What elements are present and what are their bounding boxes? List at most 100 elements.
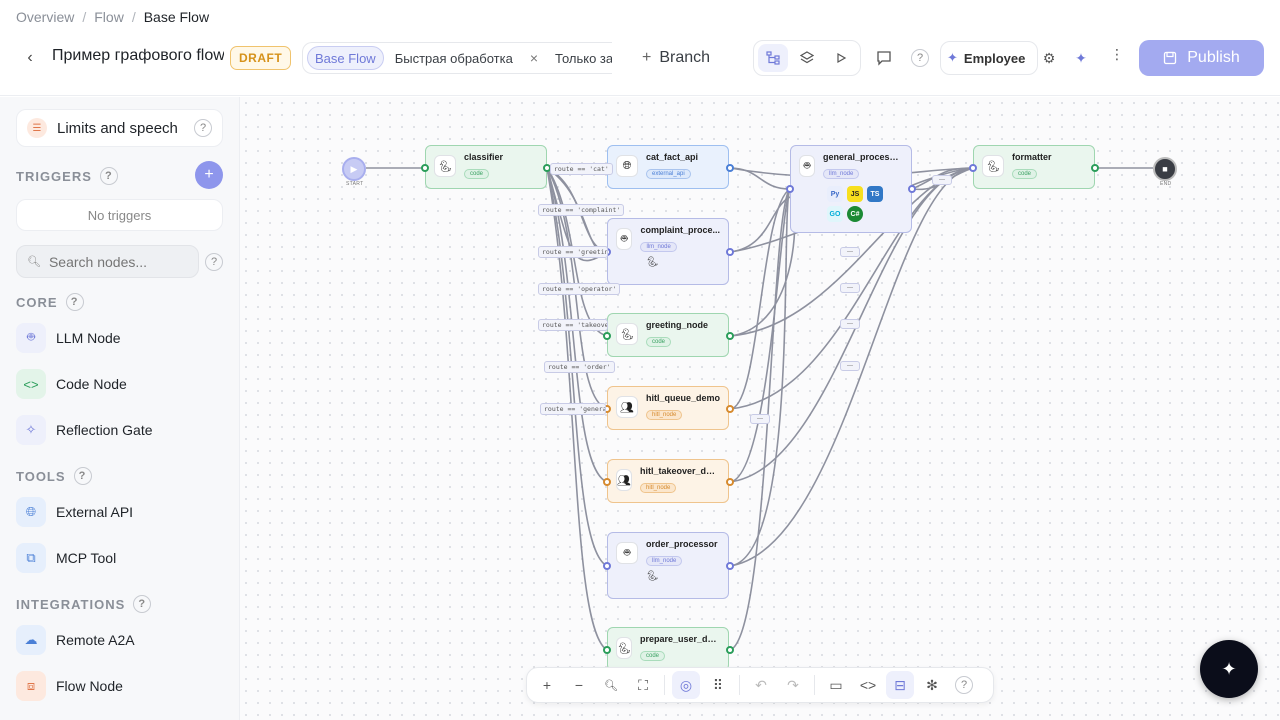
output-port[interactable] (726, 405, 734, 413)
employee-button[interactable]: ✦ Employee (940, 41, 1039, 75)
tab-fast-processing[interactable]: Быстрая обработка (394, 50, 513, 66)
input-port[interactable] (969, 164, 977, 172)
graph-view-button[interactable] (758, 44, 788, 72)
output-port[interactable] (908, 185, 916, 193)
layout-button[interactable]: ⊟ (886, 671, 914, 699)
settings-button[interactable]: ⚙ (1039, 48, 1059, 68)
edge[interactable] (729, 196, 791, 253)
output-port[interactable] (726, 248, 734, 256)
run-button[interactable] (826, 44, 856, 72)
limits-label: Limits and speech (57, 119, 178, 137)
undo-button[interactable]: ↶ (747, 671, 775, 699)
edge-label[interactable]: route == 'complaint' (538, 204, 625, 216)
input-port[interactable] (421, 164, 429, 172)
edge-pill[interactable]: — (750, 414, 770, 424)
output-port[interactable] (726, 332, 734, 340)
ai-assistant-button[interactable]: ✦ (1200, 640, 1258, 698)
question-icon[interactable]: ? (73, 467, 92, 485)
input-port[interactable] (603, 332, 611, 340)
edge-label[interactable]: route == 'order' (544, 361, 615, 373)
palette-mcp-tool[interactable]: ⧉ MCP Tool (16, 542, 116, 574)
network-button[interactable]: ✻ (918, 671, 946, 699)
back-button[interactable]: ‹ (20, 48, 40, 68)
edge-pill[interactable]: — (840, 283, 860, 293)
edge-label[interactable]: route == 'general' (540, 403, 606, 415)
more-button[interactable]: ⋮ (1107, 44, 1127, 64)
edge[interactable] (546, 167, 608, 410)
limits-and-speech-button[interactable]: ☰ Limits and speech ? (16, 109, 223, 147)
edge[interactable] (729, 188, 791, 567)
tab-base-flow[interactable]: Base Flow (307, 46, 384, 70)
breadcrumb-overview[interactable]: Overview (16, 9, 75, 25)
edge-pill[interactable]: — (932, 175, 952, 185)
palette-remote-a2a[interactable]: ☁ Remote A2A (16, 624, 135, 656)
output-port[interactable] (726, 164, 734, 172)
comment-button[interactable]: ▭ (822, 671, 850, 699)
tab-only-orders[interactable]: Только зак (555, 50, 612, 66)
edge-label[interactable]: route == 'cat' (550, 163, 613, 175)
add-trigger-button[interactable]: + (195, 161, 223, 189)
input-port[interactable] (603, 562, 611, 570)
edge-pill[interactable]: — (840, 361, 860, 371)
ai-button[interactable]: ✦ (1071, 48, 1091, 68)
publish-button[interactable]: Publish (1139, 40, 1264, 76)
palette-flow-node[interactable]: ⧈ Flow Node (16, 670, 123, 702)
edge[interactable] (729, 188, 791, 483)
edge[interactable] (729, 167, 974, 567)
breadcrumb-flow[interactable]: Flow (94, 9, 124, 25)
input-port[interactable] (603, 646, 611, 654)
palette-external-api[interactable]: 🌐︎ External API (16, 496, 133, 528)
question-icon[interactable]: ? (194, 119, 212, 137)
zoom-out-button[interactable]: − (565, 671, 593, 699)
output-port[interactable] (726, 478, 734, 486)
end-node[interactable]: ■ (1153, 157, 1177, 181)
focus-button[interactable]: ◎ (672, 671, 700, 699)
palette-reflection-gate[interactable]: ✧ Reflection Gate (16, 414, 153, 446)
edge[interactable] (729, 167, 791, 190)
question-icon[interactable]: ? (205, 253, 223, 271)
zoom-in-button[interactable]: + (533, 671, 561, 699)
question-icon[interactable]: ? (65, 293, 84, 311)
edge-pill[interactable]: — (840, 247, 860, 257)
redo-button[interactable]: ↷ (779, 671, 807, 699)
edge-label[interactable]: route == 'operator' (538, 283, 621, 295)
palette-code-node[interactable]: <> Code Node (16, 368, 127, 400)
edge[interactable] (546, 167, 608, 567)
help-button[interactable]: ? (910, 48, 930, 68)
search-input[interactable] (48, 253, 189, 270)
question-icon[interactable]: ? (133, 595, 152, 613)
flow-title[interactable]: Пример графового flow (52, 47, 224, 64)
edge-pill[interactable]: — (840, 319, 860, 329)
palette-llm-node[interactable]: 🤖︎ LLM Node (16, 322, 121, 354)
drag-handle-button[interactable]: ⠿ (704, 671, 732, 699)
close-icon[interactable]: × (529, 50, 539, 66)
start-node[interactable]: ▶ (342, 157, 366, 181)
comments-button[interactable] (874, 48, 894, 68)
output-port[interactable] (1091, 164, 1099, 172)
help-button[interactable]: ? (950, 671, 978, 699)
edge-label[interactable]: route == 'takeover' (538, 319, 608, 331)
output-port[interactable] (726, 562, 734, 570)
input-port[interactable] (603, 478, 611, 486)
branch-button[interactable]: + Branch (642, 46, 710, 70)
layers-button[interactable] (792, 44, 822, 72)
fit-view-button[interactable]: ⛶ (629, 671, 657, 699)
input-port[interactable] (786, 185, 794, 193)
question-icon[interactable]: ? (99, 167, 118, 185)
edge[interactable] (729, 188, 791, 410)
edge-label[interactable]: route == 'greeting' (538, 246, 608, 258)
search-button[interactable]: 🔍︎ (597, 671, 625, 699)
output-port[interactable] (726, 646, 734, 654)
node-complaint-processor[interactable]: 🤖︎ complaint_proce...llm_node 🐍︎ (607, 218, 729, 285)
code-view-button[interactable]: <> (854, 671, 882, 699)
